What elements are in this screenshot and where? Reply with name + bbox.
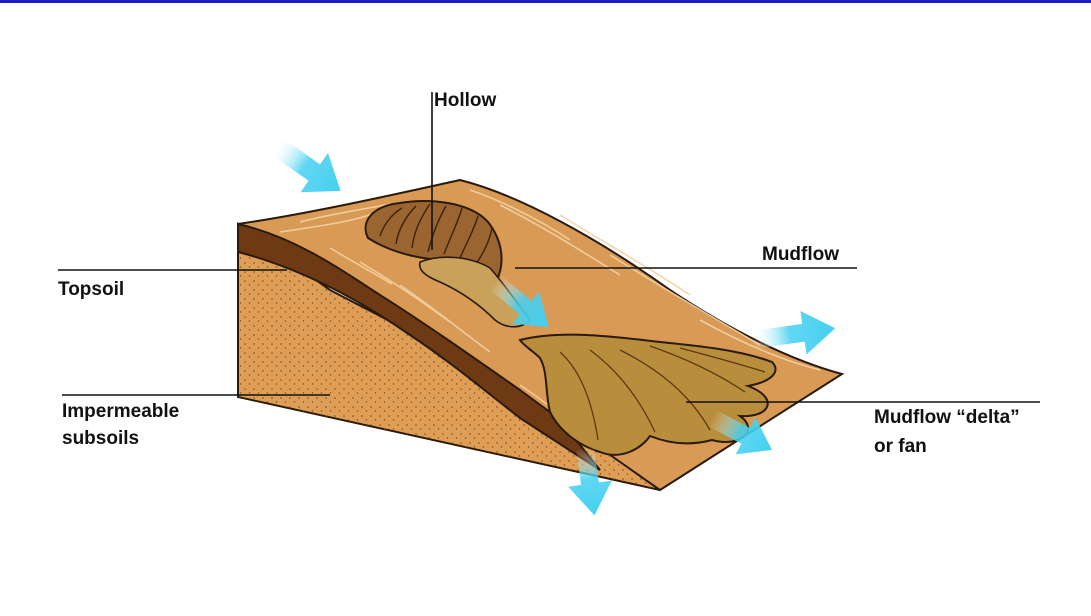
mudflow-label: Mudflow xyxy=(762,243,839,266)
hollow-label: Hollow xyxy=(434,89,496,112)
or-fan-label: or fan xyxy=(874,435,927,458)
impermeable-label: Impermeable xyxy=(62,400,179,423)
arrow-icon xyxy=(261,125,354,210)
topsoil-label: Topsoil xyxy=(58,278,124,301)
mudflow-delta-label: Mudflow “delta” xyxy=(874,406,1020,429)
subsoils-label: subsoils xyxy=(62,427,139,450)
